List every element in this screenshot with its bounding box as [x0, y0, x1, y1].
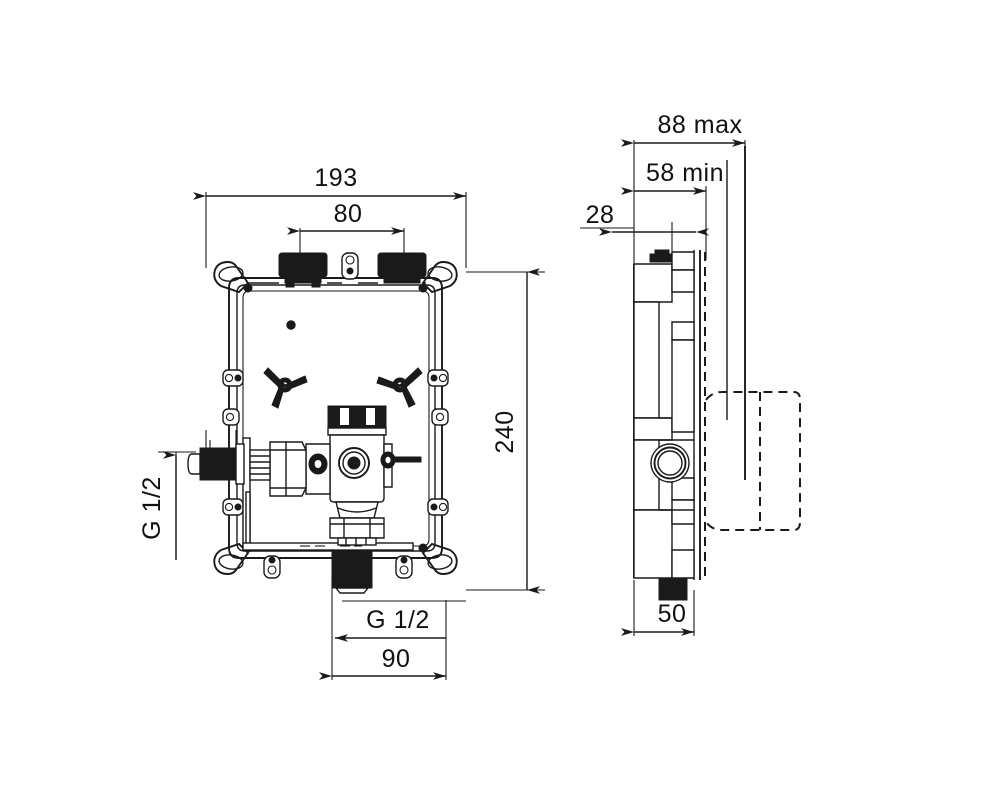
side-view: 88 max 58 min 28 50: [580, 111, 801, 636]
top-threaded-port-left: [278, 252, 328, 288]
dimension-depth-max: 88 max: [621, 111, 745, 147]
dimension-width-overall-label: 193: [314, 164, 357, 192]
dimension-depth-min: 58 min: [621, 159, 724, 195]
dimension-bottom-offset-label: 90: [382, 645, 411, 673]
dimension-height-overall: 240: [491, 268, 540, 594]
dimension-port-spacing-label: 80: [334, 200, 363, 228]
dimension-depth-max-label: 88 max: [658, 111, 743, 139]
dimension-side-port-thread-label: G 1/2: [138, 476, 166, 540]
dimension-width-overall: 193: [193, 164, 466, 200]
top-threaded-port-right: [377, 252, 427, 284]
side-mounting-tabs: [222, 369, 449, 516]
bottom-threaded-outlet: [331, 549, 373, 594]
corner-mounting-ears: [213, 261, 458, 575]
front-view: 193 80 240 G 1/2 G 1/2 90: [138, 164, 545, 680]
side-body-profile: [633, 249, 701, 601]
dimension-front-offset-label: 28: [586, 201, 615, 229]
wall-reference-lines: [726, 146, 746, 480]
star-fastener-right: [376, 367, 423, 408]
horizontal-rail: [242, 542, 414, 551]
dimension-port-spacing: 80: [287, 200, 404, 235]
star-fastener-left: [263, 367, 308, 409]
dimension-bottom-port-thread: G 1/2: [335, 600, 466, 642]
dimension-height-overall-label: 240: [491, 410, 519, 453]
dimension-side-port-thread: G 1/2: [138, 451, 196, 560]
mixer-valve-body: [187, 405, 422, 546]
dimension-bottom-depth-label: 50: [658, 600, 687, 628]
marker-dot: [286, 320, 296, 330]
dimension-depth-min-label: 58 min: [646, 159, 724, 187]
dimension-bottom-depth: 50: [621, 600, 694, 636]
dimension-bottom-offset: 90: [319, 645, 446, 680]
center-mounting-tabs: [263, 252, 413, 579]
finished-wall-outline: [704, 252, 801, 580]
dimension-bottom-port-thread-label: G 1/2: [366, 606, 430, 634]
dimension-front-offset: 28: [586, 201, 709, 236]
